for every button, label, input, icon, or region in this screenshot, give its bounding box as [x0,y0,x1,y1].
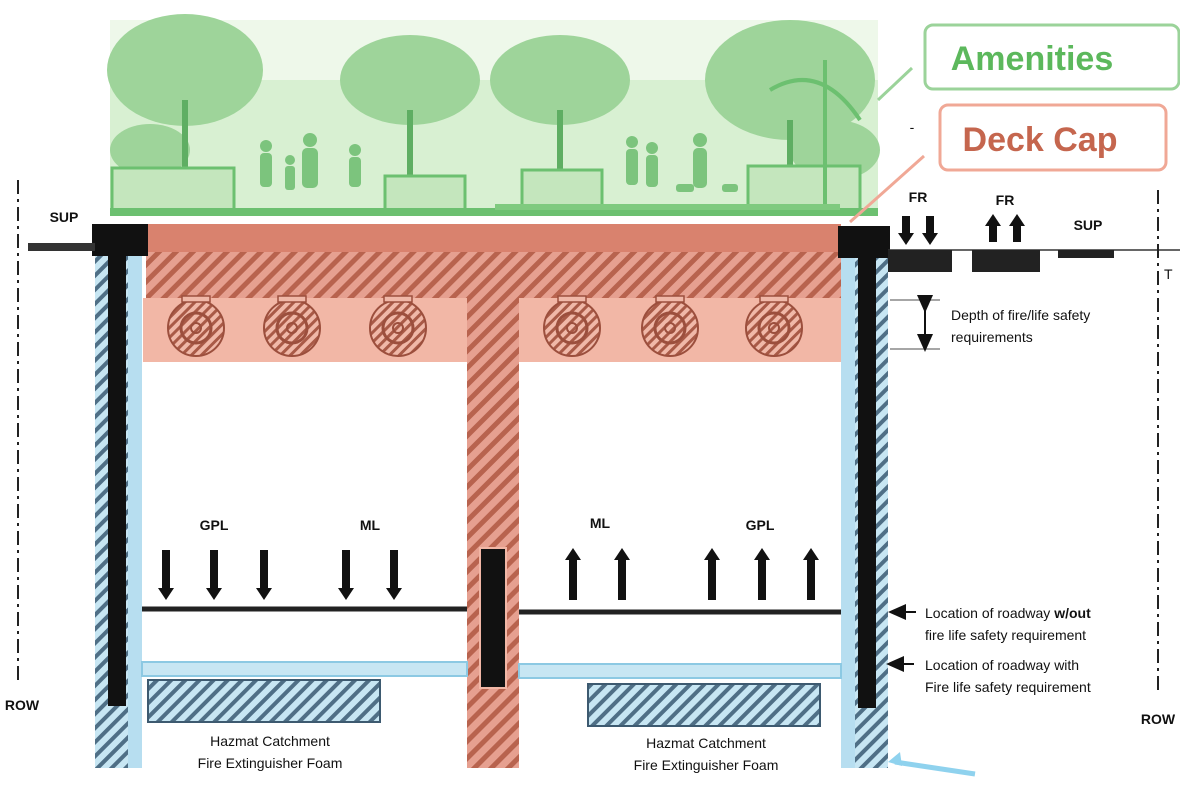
depth-note-line2: requirements [951,329,1033,345]
right-ml-label: ML [590,515,611,531]
hazmat-right-line1: Hazmat Catchment [646,735,766,751]
up-arrow-icon [1009,214,1025,242]
fr-down-label: FR [909,189,928,205]
roadway-with-note-line1: Location of roadway with [925,657,1079,673]
structural-piles [92,224,890,708]
deck-cap-label: Deck Cap [963,121,1118,159]
roadway-with-fls-right [518,663,842,679]
amenities-connector [876,66,914,102]
roadway-without-note-line1: Location of roadway w/out [925,605,1091,621]
down-arrow-icon [158,550,174,600]
fan-icon [263,295,321,357]
hazmat-left-line2: Fire Extinguisher Foam [198,755,343,771]
fr-up-label: FR [996,192,1015,208]
right-sup-path [1058,250,1114,258]
fan-icon [641,295,699,357]
left-sup-label: SUP [50,209,79,225]
hazmat-catchment-right [587,683,821,727]
right-fr-lane-2 [972,250,1040,272]
deck-cap-connector [849,154,925,224]
hazmat-right-line2: Fire Extinguisher Foam [634,757,779,773]
wall-connector [894,759,976,777]
fan-icon [167,295,225,357]
up-arrow-icon [704,548,720,600]
right-gpl-label: GPL [746,517,775,533]
up-arrow-icon [565,548,581,600]
roadway-with-fls-left [141,661,468,677]
center-pier [479,547,507,689]
surface-roads [28,243,1180,272]
up-arrow-icon [754,548,770,600]
right-pile [858,256,876,708]
depth-note-line1: Depth of fire/life safety [951,307,1090,323]
up-arrow-icon [985,214,1001,242]
up-arrow-icon [614,548,630,600]
left-gpl-label: GPL [200,517,229,533]
deck-cap-structure [143,224,841,768]
right-sup-label: SUP [1074,217,1103,233]
park-amenities-illustration [107,14,880,216]
t-label: T [1164,266,1173,282]
roadway-note-pointers [886,604,916,672]
roadway-without-note-line2: fire life safety requirement [925,627,1086,643]
hazmat-left-line1: Hazmat Catchment [210,733,330,749]
fan-icon [745,295,803,357]
right-fr-lane-1 [888,250,952,272]
roadway-levels [141,606,842,727]
down-arrow-icon [386,550,402,600]
roadway-with-note-line2: Fire life safety requirement [925,679,1091,695]
amenities-callout: Amenities [923,23,1180,91]
row-lines [17,180,1159,690]
down-arrow-icon [338,550,354,600]
deck-cap-callout: Deck Cap [938,103,1168,172]
left-cap-block [92,224,148,256]
depth-dimension [890,295,940,352]
down-arrow-icon [922,216,938,245]
fan-icon [543,295,601,357]
down-arrow-icon [256,550,272,600]
down-arrow-icon [206,550,222,600]
ventilation-fans [167,295,803,357]
right-dash-mark: - [910,119,915,135]
hazmat-catchment-left [147,679,381,723]
left-pile [108,256,126,706]
right-row-label: ROW [1141,711,1176,727]
fan-icon [369,295,427,357]
amenities-label: Amenities [951,40,1114,78]
up-arrow-icon [803,548,819,600]
right-cap-block [838,226,890,258]
left-row-label: ROW [5,697,40,713]
lane-direction-arrows [158,214,1025,600]
left-ml-label: ML [360,517,381,533]
down-arrow-icon [898,216,914,245]
